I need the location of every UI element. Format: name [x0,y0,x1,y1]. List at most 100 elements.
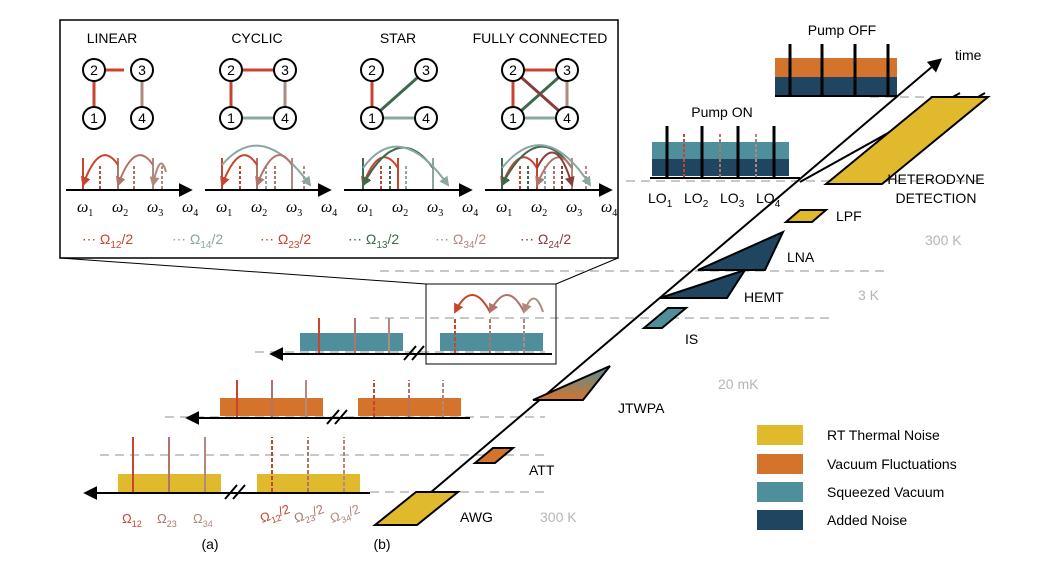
graph-node: 2 [219,58,243,82]
is-block [641,307,689,329]
graph-node: 1 [219,106,243,130]
legend-label-thermal: RT Thermal Noise [827,427,940,443]
lo-labels: LO1 LO2 LO3 LO4 [648,190,781,210]
legend-label-vacuum: Vacuum Fluctuations [827,456,957,472]
legend-swatch-added [757,510,803,530]
panel-label-b: (b) [373,536,390,552]
lo-label: LO4 [756,190,781,210]
inset-spectrum-linear [81,154,167,189]
inset-legend-item: ⋯ Ω12/2 [82,231,133,251]
lna-label: LNA [787,249,815,265]
pump-on-spectrum [650,126,800,179]
att-block [472,447,516,464]
lo-label: LO3 [720,190,745,210]
zoom-arcs [454,294,544,314]
inset-spectrum-star [361,145,450,189]
graph-node-label: 3 [422,62,430,78]
time-label: time [955,47,982,63]
graph-node: 4 [555,106,579,130]
graph-node: 1 [82,106,106,130]
graph-node-label: 4 [422,110,430,126]
inset-legend-item: ⋯ Ω34/2 [435,231,486,251]
inset-spectrum-cyclic [220,144,312,189]
legend-label-added: Added Noise [827,512,907,528]
temp-3k: 3 K [858,287,880,303]
topology-title-full: FULLY CONNECTED [473,30,608,46]
graph-node-label: 1 [509,110,517,126]
jtwpa-label: JTWPA [618,400,665,416]
lo-label: LO1 [648,190,673,210]
zoom-box [59,257,619,365]
bottom-omega-label: Ω12/2 [258,501,293,528]
graph-node-label: 2 [509,62,517,78]
graph-node-label: 1 [90,110,98,126]
inset-legend-item: ⋯ Ω24/2 [520,231,571,251]
bottom-omega-label: Ω23/2 [292,501,327,528]
graph-node-label: 1 [227,110,235,126]
signal-chain [372,58,991,526]
detection-label-1: HETERODYNE [887,171,984,187]
graph-node: 4 [273,106,297,130]
graph-node: 3 [130,58,154,82]
graph-node-label: 4 [138,110,146,126]
pump-on-label: Pump ON [691,104,752,120]
noise-legend [757,425,803,530]
graph-node-label: 3 [138,62,146,78]
vacuum-spectrum [185,380,470,425]
bottom-omega-label: Ω34 [193,511,213,529]
graph-node: 3 [555,58,579,82]
graph-node: 1 [501,106,525,130]
graph-node-label: 2 [368,62,376,78]
inset-panel [59,19,619,259]
topology-title-cyclic: CYCLIC [231,30,282,46]
bottom-omega-label: Ω12 [122,511,142,529]
inset-legend-item: ⋯ Ω23/2 [260,231,311,251]
graph-node: 3 [414,58,438,82]
pump-off-spectrum [775,44,897,97]
temp-300k-bottom: 300 K [540,509,577,525]
detection-block [823,96,991,185]
graph-node: 2 [501,58,525,82]
bottom-omega-label: Ω23 [157,511,177,529]
graph-node-label: 3 [281,62,289,78]
graph-node-label: 2 [90,62,98,78]
graph-node: 1 [360,106,384,130]
graph-node-label: 1 [368,110,376,126]
bottom-omega-label: Ω34/2 [328,501,363,528]
panel-label-a: (a) [201,536,218,552]
graph-node-label: 3 [563,62,571,78]
graph-node: 4 [130,106,154,130]
legend-swatch-thermal [757,425,803,445]
graph-node-label: 4 [281,110,289,126]
lna-block [697,229,786,271]
temp-300k-top: 300 K [925,232,962,248]
awg-label: AWG [460,509,493,525]
graph-node: 2 [82,58,106,82]
temp-20mk: 20 mK [718,376,759,392]
topology-title-linear: LINEAR [87,30,138,46]
lpf-label: LPF [836,208,862,224]
graph-node: 2 [360,58,384,82]
graph-node-label: 4 [563,110,571,126]
legend-swatch-squeezed [757,482,803,502]
detection-label-2: DETECTION [896,190,977,206]
lo-label: LO2 [684,190,709,210]
hemt-label: HEMT [744,289,784,305]
topology-title-star: STAR [380,30,416,46]
graph-nodes: 2 3 1 4 2 3 1 4 2 3 1 4 2 3 1 4 [82,58,579,130]
inset-spectrum-full [500,144,592,189]
pump-off-label: Pump OFF [808,22,876,38]
is-label: IS [685,331,698,347]
hemt-block [659,268,748,299]
legend-swatch-vacuum [757,454,803,474]
lpf-block [783,209,829,223]
graph-node-label: 2 [227,62,235,78]
legend-label-squeezed: Squeezed Vacuum [827,484,944,500]
inset-legend-item: ⋯ Ω13/2 [348,231,399,251]
inset-legend: ⋯ Ω12/2 ⋯ Ω14/2 ⋯ Ω23/2 ⋯ Ω13/2 ⋯ Ω34/2 ⋯ Ω24… [82,231,571,251]
inset-legend-item: ⋯ Ω14/2 [172,231,223,251]
att-label: ATT [529,462,555,478]
graph-node: 4 [414,106,438,130]
